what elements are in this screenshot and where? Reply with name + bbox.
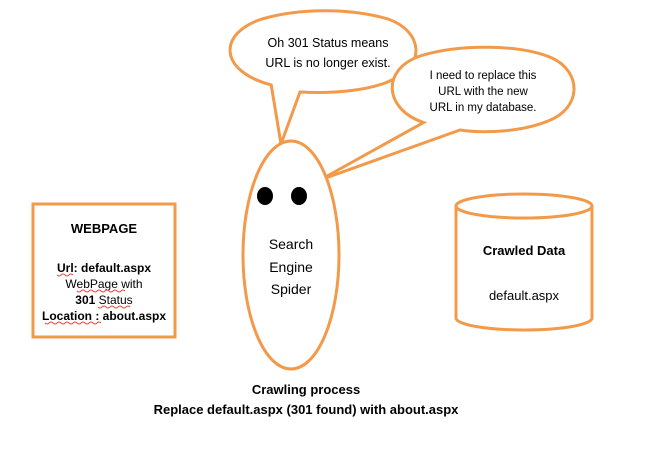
crawled-data-database: Crawled Data default.aspx bbox=[454, 192, 594, 332]
webpage-status-code: 301 bbox=[75, 293, 95, 307]
spellcheck-underline-location bbox=[44, 321, 102, 325]
spider-figure: Search Engine Spider bbox=[241, 139, 341, 371]
speech-bubble-2-line-2: URL with the new bbox=[438, 86, 528, 98]
webpage-status-line: 301 Status bbox=[75, 293, 132, 307]
webpage-url-label: Url bbox=[57, 261, 74, 275]
webpage-status-word: Status bbox=[95, 293, 132, 307]
speech-bubble-1-line-2: URL is no longer exist. bbox=[265, 56, 390, 70]
webpage-url-value: : default.aspx bbox=[74, 261, 152, 275]
caption: Crawling process Replace default.aspx (3… bbox=[154, 382, 460, 417]
webpage-type-line: WebPage with bbox=[65, 277, 142, 291]
database-body bbox=[454, 206, 594, 332]
webpage-type-word: WebPage bbox=[65, 277, 118, 291]
webpage-box-frame bbox=[31, 202, 177, 339]
spider-right-eye bbox=[291, 187, 307, 205]
webpage-type-rest: with bbox=[118, 277, 143, 291]
spellcheck-underline-url bbox=[56, 273, 74, 277]
database-top bbox=[454, 192, 594, 220]
spellcheck-underline-webpage bbox=[76, 289, 126, 293]
database-value: default.aspx bbox=[489, 288, 560, 303]
caption-line-1: Crawling process bbox=[252, 382, 360, 397]
webpage-title: WEBPAGE bbox=[71, 221, 138, 236]
spellcheck-underline-status bbox=[97, 305, 131, 309]
webpage-box: WEBPAGE Url: default.aspx WebPage with 3… bbox=[31, 202, 177, 339]
speech-bubble-1-line-1: Oh 301 Status means bbox=[268, 36, 389, 50]
speech-bubble-1: Oh 301 Status means URL is no longer exi… bbox=[228, 9, 418, 150]
speech-bubble-2-shape bbox=[319, 45, 576, 182]
webpage-url-line: Url: default.aspx bbox=[57, 261, 151, 275]
speech-bubble-2: I need to replace this URL with the new … bbox=[319, 45, 576, 182]
speech-bubble-2-line-1: I need to replace this bbox=[430, 70, 537, 82]
database-title: Crawled Data bbox=[483, 243, 566, 258]
speech-bubble-1-shape bbox=[228, 9, 418, 150]
webpage-location-line: Location : about.aspx bbox=[42, 309, 166, 323]
spider-body bbox=[241, 139, 341, 371]
spider-label-line-1: Search bbox=[269, 236, 313, 252]
spider-label-line-2: Engine bbox=[269, 259, 313, 275]
spider-left-eye bbox=[257, 187, 273, 205]
caption-line-2: Replace default.aspx (301 found) with ab… bbox=[154, 402, 460, 417]
speech-bubble-2-line-3: URL in my database. bbox=[430, 102, 537, 114]
spider-label-line-3: Spider bbox=[271, 281, 312, 297]
